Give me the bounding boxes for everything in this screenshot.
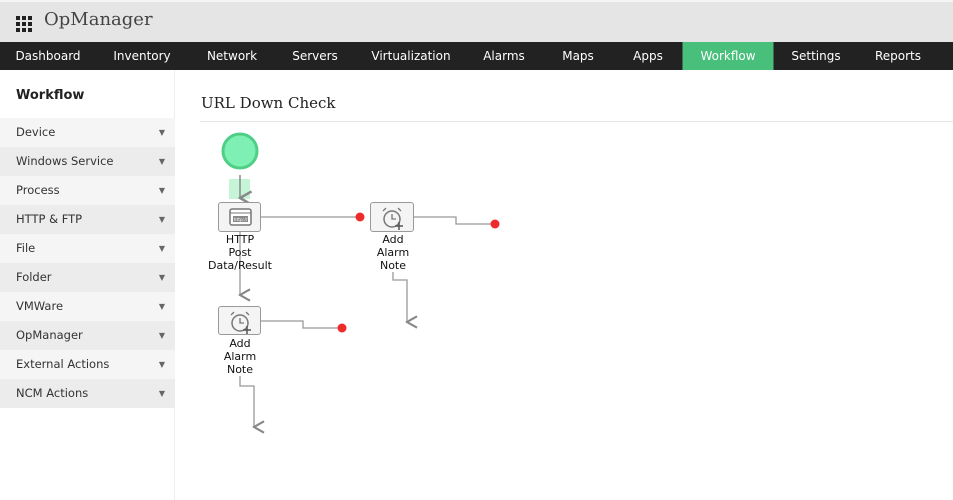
add-alarm-note-node[interactable] [218,306,261,335]
sidebar-item-vmware[interactable]: VMWare ▼ [0,292,175,321]
sidebar-item-http-ftp[interactable]: HTTP & FTP ▼ [0,205,175,234]
nav-apps[interactable]: Apps [633,49,663,63]
nav-inventory[interactable]: Inventory [113,49,171,63]
app-title: OpManager [44,9,153,30]
sidebar-item-external-actions[interactable]: External Actions ▼ [0,350,175,379]
caret-down-icon: ▼ [158,215,165,224]
caret-down-icon: ▼ [158,273,165,282]
connector [261,320,342,329]
nav-alarms[interactable]: Alarms [483,49,525,63]
alarm-clock-plus-icon [230,311,251,334]
sidebar-item-label: Folder [16,270,52,284]
add-alarm-note-node[interactable] [370,202,414,232]
nav-dashboard[interactable]: Dashboard [15,49,81,63]
caret-down-icon: ▼ [158,157,165,166]
connector [414,216,495,225]
nav-maps[interactable]: Maps [562,49,594,63]
end-node[interactable] [355,212,365,222]
caret-down-icon: ▼ [158,128,165,137]
nav-workflow[interactable]: Workflow [682,42,774,70]
start-node[interactable] [221,132,259,170]
alarm-clock-plus-icon [382,207,403,230]
nav-reports[interactable]: Reports [874,49,922,63]
sidebar-item-label: VMWare [16,299,64,313]
sidebar-item-opmanager[interactable]: OpManager ▼ [0,321,175,350]
http-post-node[interactable]: http:// [218,202,261,232]
sidebar-item-windows-service[interactable]: Windows Service ▼ [0,147,175,176]
caret-down-icon: ▼ [158,389,165,398]
sidebar-item-label: External Actions [16,357,110,371]
sidebar-item-label: File [16,241,36,255]
sidebar-item-label: OpManager [16,328,83,342]
nav-virtualization[interactable]: Virtualization [371,49,451,63]
caret-down-icon: ▼ [158,186,165,195]
sidebar-item-label: Windows Service [16,154,114,168]
sidebar-item-ncm-actions[interactable]: NCM Actions ▼ [0,379,175,408]
sidebar-item-label: NCM Actions [16,386,89,400]
divider [200,121,953,122]
connector [392,272,407,322]
caret-down-icon: ▼ [158,302,165,311]
nav-settings[interactable]: Settings [791,49,841,63]
sidebar-item-process[interactable]: Process ▼ [0,176,175,205]
sidebar-item-label: Device [16,125,56,139]
caret-down-icon: ▼ [158,360,165,369]
browser-http-icon: http:// [229,208,252,226]
sidebar-item-folder[interactable]: Folder ▼ [0,263,175,292]
end-node[interactable] [337,323,347,333]
sidebar: Workflow Device ▼ Windows Service ▼ Process ▼… [0,70,175,500]
end-node[interactable] [490,219,500,229]
svg-text:http://: http:// [234,217,248,223]
page-title: URL Down Check [201,94,336,112]
header: OpManager [0,0,953,42]
sidebar-item-label: Process [16,183,60,197]
main-nav: Dashboard Inventory Network Servers Virt… [0,42,953,70]
sidebar-item-file[interactable]: File ▼ [0,234,175,263]
app-grid-icon[interactable] [16,16,32,32]
sidebar-item-label: HTTP & FTP [16,212,83,226]
sidebar-title: Workflow [16,88,85,103]
nav-network[interactable]: Network [206,49,258,63]
connector [239,376,254,427]
caret-down-icon: ▼ [158,331,165,340]
sidebar-item-device[interactable]: Device ▼ [0,118,175,147]
caret-down-icon: ▼ [158,244,165,253]
nav-servers[interactable]: Servers [292,49,338,63]
